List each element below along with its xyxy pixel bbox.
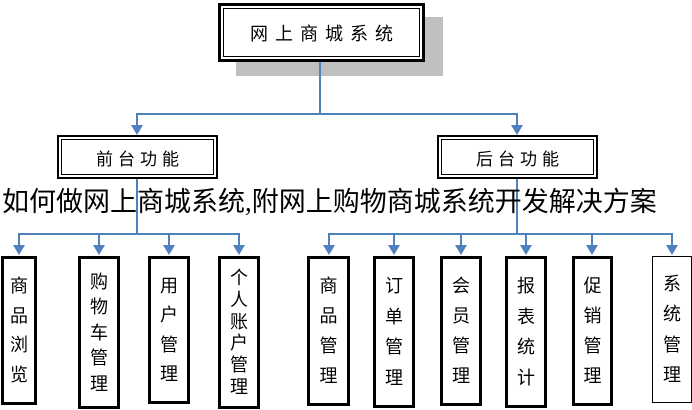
leaf-box-label: 个人账户管理 <box>230 267 248 398</box>
connector-line <box>328 233 330 246</box>
leaf-box-label: 会员管理 <box>452 276 470 386</box>
branch-box-backend: 后台功能 <box>437 135 598 179</box>
arrow-down-icon <box>163 245 175 255</box>
branch-box-backend-label: 后台功能 <box>476 149 564 169</box>
arrow-down-icon <box>93 245 105 255</box>
leaf-box-user-management: 用户管理 <box>148 256 190 404</box>
connector-line <box>328 233 673 235</box>
connector-line <box>516 179 518 235</box>
leaf-box-product-management: 商品管理 <box>307 256 350 406</box>
connector-line <box>136 113 518 115</box>
root-box-label: 网上商城系统 <box>250 23 400 44</box>
connector-line <box>168 233 170 246</box>
connector-line <box>136 113 138 127</box>
connector-line <box>319 62 321 114</box>
leaf-box-label: 系统管理 <box>663 274 681 385</box>
connector-line <box>591 233 593 246</box>
leaf-box-label: 商品管理 <box>319 276 338 386</box>
leaf-box-label: 促销管理 <box>583 276 602 386</box>
connector-line <box>460 233 462 246</box>
connector-line <box>238 233 240 246</box>
connector-line <box>671 233 673 246</box>
leaf-box-order-management: 订单管理 <box>373 256 415 408</box>
leaf-box-label: 用户管理 <box>160 275 178 385</box>
connector-line <box>98 233 100 246</box>
connector-line <box>18 233 20 246</box>
connector-line <box>525 233 527 246</box>
leaf-box-label: 报表统计 <box>517 276 535 388</box>
leaf-box-product-browsing: 商品浏览 <box>1 256 37 405</box>
leaf-box-label: 商品浏览 <box>10 275 28 386</box>
leaf-box-label: 购物车管理 <box>90 271 108 394</box>
connector-line <box>516 113 518 127</box>
leaf-box-member-management: 会员管理 <box>440 256 482 406</box>
arrow-down-icon <box>586 245 598 255</box>
arrow-down-icon <box>520 245 532 255</box>
branch-box-frontend-label: 前台功能 <box>96 149 184 169</box>
overlay-title: 如何做网上商城系统,附网上购物商城系统开发解决方案 <box>2 187 657 217</box>
arrow-down-icon <box>233 245 245 255</box>
connector-line <box>136 179 138 235</box>
leaf-box-promotion-management: 促销管理 <box>572 256 613 406</box>
leaf-box-system-management: 系统管理 <box>652 256 692 403</box>
arrow-down-icon <box>131 125 143 135</box>
connector-line <box>393 233 395 246</box>
arrow-down-icon <box>388 245 400 255</box>
arrow-down-icon <box>323 245 335 255</box>
leaf-box-label: 订单管理 <box>385 276 403 388</box>
arrow-down-icon <box>511 125 523 135</box>
branch-box-frontend: 前台功能 <box>57 135 218 179</box>
arrow-down-icon <box>666 245 678 255</box>
connector-line <box>18 233 240 235</box>
leaf-box-personal-account-management: 个人账户管理 <box>218 256 260 409</box>
arrow-down-icon <box>455 245 467 255</box>
org-chart-root-box: 网上商城系统 <box>218 3 425 62</box>
leaf-box-report-statistics: 报表统计 <box>505 256 547 408</box>
leaf-box-cart-management: 购物车管理 <box>78 256 120 409</box>
arrow-down-icon <box>13 245 25 255</box>
